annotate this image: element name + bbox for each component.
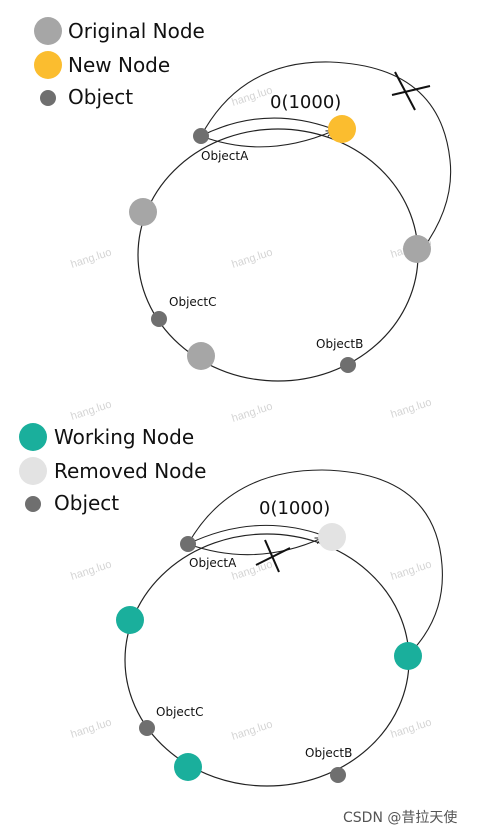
legend-object-swatch	[40, 90, 56, 106]
cross-mark	[255, 539, 291, 573]
long-arc	[187, 469, 443, 652]
legend-object-label: Object	[68, 85, 133, 109]
direct-arc-lower	[187, 538, 322, 556]
new-node	[328, 115, 356, 143]
legend-object-swatch	[25, 496, 41, 512]
watermark: hang.luo	[230, 558, 274, 582]
removed-node	[318, 523, 346, 551]
object-a	[193, 128, 209, 144]
direct-arc-upper	[187, 524, 323, 545]
original-node	[403, 235, 431, 263]
bottom-diagram: Working Node Removed Node Object 0(1000)…	[19, 423, 443, 787]
hash-ring	[137, 128, 419, 382]
legend-working-node-swatch	[19, 423, 47, 451]
working-node	[394, 642, 422, 670]
credit-text: CSDN @昔拉天使	[343, 809, 457, 826]
legend-new-node-swatch	[34, 51, 62, 79]
top-legend: Original Node New Node Object	[34, 17, 205, 109]
watermark: hang.luo	[389, 396, 433, 420]
legend-new-node-label: New Node	[68, 53, 170, 77]
original-node	[187, 342, 215, 370]
object-a	[180, 536, 196, 552]
legend-removed-node-swatch	[19, 457, 47, 485]
legend-original-node-swatch	[34, 17, 62, 45]
object-a-label: ObjectA	[189, 556, 237, 570]
watermark: hang.luo	[230, 718, 274, 742]
watermark: hang.luo	[230, 246, 274, 270]
legend-removed-node-label: Removed Node	[54, 459, 206, 483]
bottom-legend: Working Node Removed Node Object	[19, 423, 206, 515]
object-b	[340, 357, 356, 373]
object-c	[151, 311, 167, 327]
watermark: hang.luo	[230, 400, 274, 424]
cross-mark	[391, 71, 431, 111]
watermarks: hang.luo hang.luo hang.luo hang.luo hang…	[69, 84, 433, 742]
legend-working-node-label: Working Node	[54, 425, 194, 449]
direct-arc-lower	[200, 131, 333, 148]
long-arc	[200, 61, 452, 250]
watermark: hang.luo	[389, 558, 433, 582]
object-b-label: ObjectB	[305, 746, 352, 760]
object-b-label: ObjectB	[316, 337, 363, 351]
watermark: hang.luo	[69, 558, 113, 582]
cost-label: 0(1000)	[259, 498, 330, 519]
watermark: hang.luo	[69, 398, 113, 422]
legend-object-label: Object	[54, 491, 119, 515]
object-b	[330, 767, 346, 783]
watermark: hang.luo	[230, 84, 274, 108]
top-diagram: Original Node New Node Object 0(1000) Ob…	[34, 17, 452, 382]
original-node	[129, 198, 157, 226]
watermark: hang.luo	[69, 716, 113, 740]
direct-arc-upper	[200, 117, 334, 137]
object-c-label: ObjectC	[156, 705, 203, 719]
working-node	[174, 753, 202, 781]
watermark: hang.luo	[389, 716, 433, 740]
object-c	[139, 720, 155, 736]
legend-original-node-label: Original Node	[68, 19, 205, 43]
object-c-label: ObjectC	[169, 295, 216, 309]
cost-label: 0(1000)	[270, 92, 341, 113]
object-a-label: ObjectA	[201, 149, 249, 163]
working-node	[116, 606, 144, 634]
watermark: hang.luo	[69, 246, 113, 270]
